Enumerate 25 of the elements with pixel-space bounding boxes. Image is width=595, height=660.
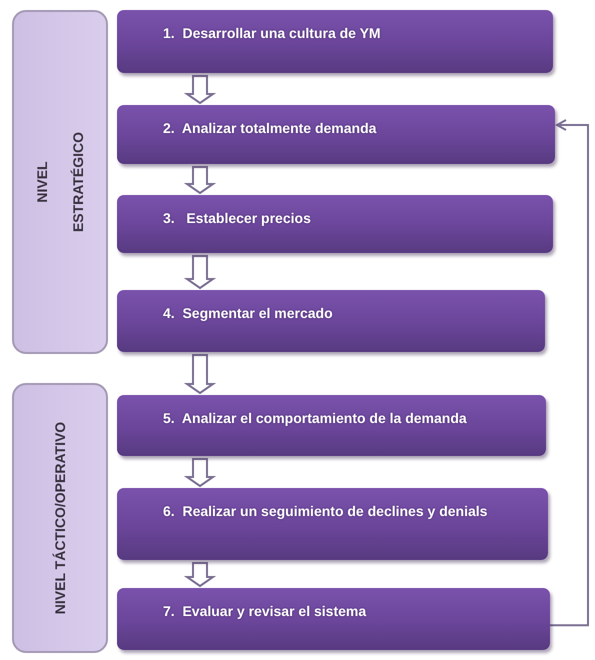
process-box bbox=[117, 195, 553, 253]
step-text: 1. Desarrollar una cultura de YM bbox=[163, 24, 382, 43]
block-arrow bbox=[184, 166, 216, 194]
process-box bbox=[117, 10, 553, 73]
block-arrow bbox=[184, 354, 216, 394]
process-box bbox=[117, 395, 546, 456]
step-text: 7. Evaluar y revisar el sistema bbox=[163, 602, 368, 621]
level-band bbox=[12, 10, 108, 354]
level-label: NIVEL ESTRATÉGICO bbox=[33, 130, 87, 234]
step-text: 2. Analizar totalmente demanda bbox=[163, 119, 378, 138]
block-arrow bbox=[184, 562, 216, 588]
level-band bbox=[12, 383, 108, 653]
process-box bbox=[117, 488, 548, 560]
step-text: 5. Analizar el comportamiento de la demanda bbox=[163, 409, 468, 428]
step-text: 4. Segmentar el mercado bbox=[163, 304, 334, 323]
feedback-arrow bbox=[550, 119, 589, 626]
process-box bbox=[117, 105, 555, 164]
step-text: 6. Realizar un seguimiento de declines y denials bbox=[163, 502, 488, 521]
block-arrow bbox=[184, 255, 216, 290]
block-arrow bbox=[184, 75, 216, 104]
process-box bbox=[117, 588, 550, 650]
step-text: 3. Establecer precios bbox=[163, 209, 312, 228]
block-arrow bbox=[184, 458, 216, 488]
process-box bbox=[117, 290, 545, 352]
level-label: NIVEL TÁCTICO/OPERATIVO bbox=[51, 420, 69, 616]
